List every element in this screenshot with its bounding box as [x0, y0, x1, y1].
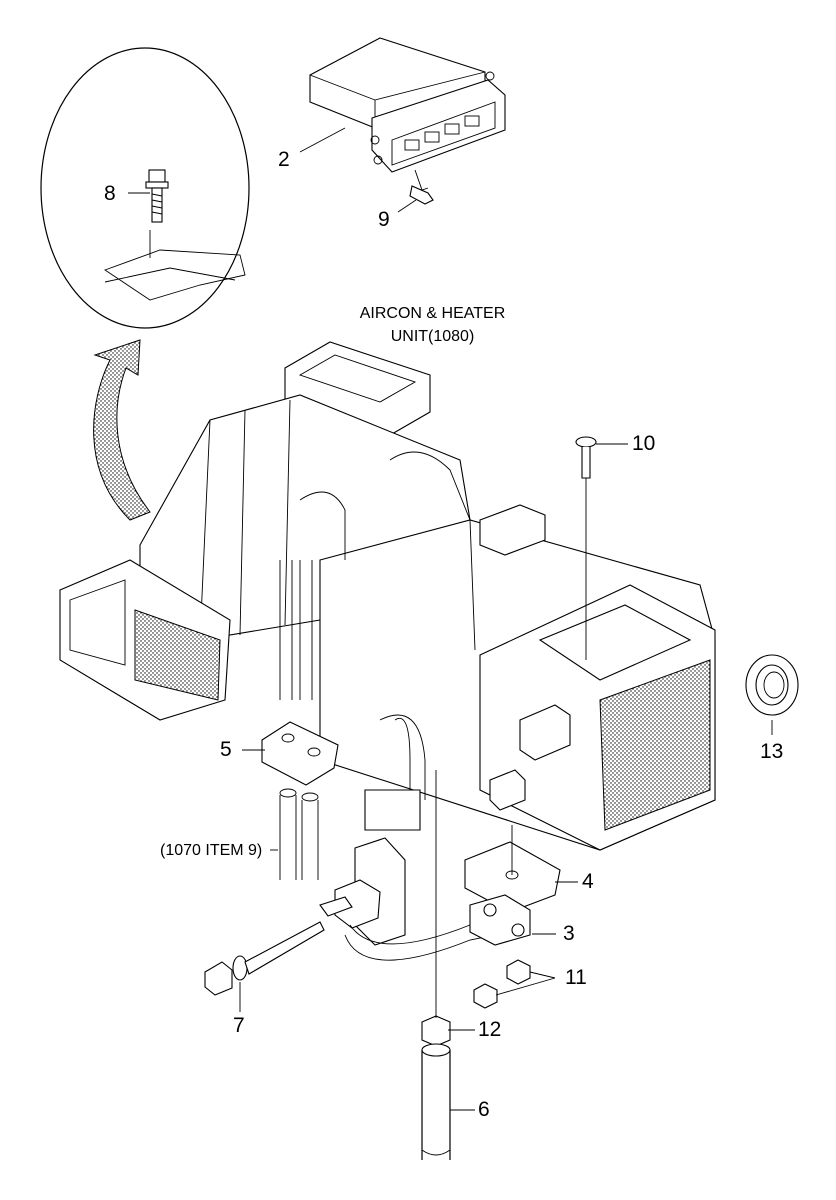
detail-arrow: [93, 339, 151, 521]
control-panel-2: [309, 37, 506, 191]
callout-10: 10: [632, 432, 656, 455]
callout-7: 7: [233, 1014, 245, 1037]
hoses-reference: [279, 788, 319, 880]
seal-4: [464, 825, 561, 913]
reference-caption: (1070 ITEM 9): [160, 842, 263, 859]
callout-12: 12: [478, 1018, 502, 1041]
expansion-valve-3: [319, 837, 531, 961]
screw-9: [409, 185, 434, 205]
leader-lines: [128, 127, 773, 1111]
callout-4: 4: [582, 870, 594, 893]
callout-9: 9: [378, 208, 390, 231]
unit-caption-line2: UNIT(1080): [390, 328, 475, 345]
callout-6: 6: [478, 1098, 490, 1121]
bolt-7: [204, 921, 325, 996]
callout-13: 13: [760, 740, 784, 763]
nut-11: [473, 959, 531, 1009]
callout-11: 11: [565, 966, 587, 989]
callout-8: 8: [104, 182, 116, 205]
callout-5: 5: [220, 738, 232, 761]
grommet-13: [745, 654, 799, 716]
screw-10: [575, 436, 597, 660]
callout-3: 3: [563, 922, 575, 945]
detail-view: [40, 47, 250, 329]
aircon-heater-unit: [59, 341, 716, 851]
nut-12: [421, 770, 451, 1047]
callout-2: 2: [278, 148, 290, 171]
unit-caption-line1: AIRCON & HEATER: [359, 305, 506, 322]
bolt-8-detail: [145, 169, 169, 223]
seal-5: [261, 721, 339, 786]
pipe-6: [421, 1043, 451, 1160]
